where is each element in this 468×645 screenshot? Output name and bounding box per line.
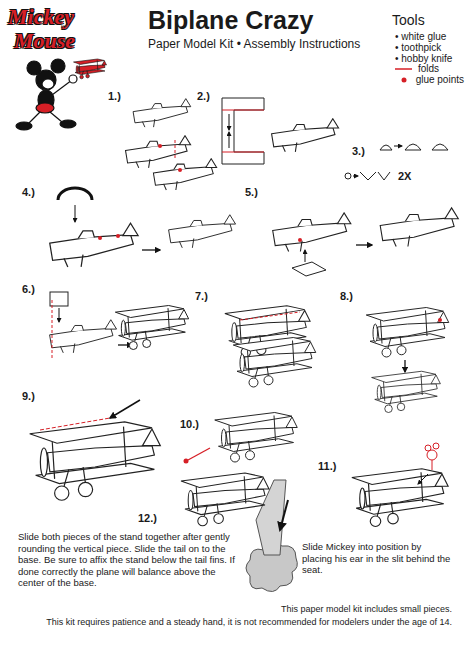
step-number: 4.) (22, 186, 35, 199)
tools-heading: Tools (392, 12, 425, 28)
tool-item: • white glue (395, 31, 446, 43)
step-number: 11.) (318, 460, 336, 473)
subtitle: Paper Model Kit • Assembly Instructions (148, 38, 360, 52)
legend-text: folds (418, 63, 439, 75)
warning-note: This paper model kit includes small piec… (281, 604, 452, 615)
instruction-note: Slide both pieces of the stand together … (18, 531, 243, 589)
step-number: 1.) (108, 90, 121, 103)
step-number: 7.) (195, 290, 208, 303)
step-number: 12.) (138, 512, 157, 525)
fold-sample (395, 68, 412, 70)
tool-item: • toothpick (395, 42, 441, 54)
step-number: 3.) (352, 145, 365, 158)
logo-text: Mouse (14, 30, 75, 52)
legend-text: glue points (416, 74, 464, 86)
tool-item: • hobby knife (395, 53, 452, 65)
step-number: 8.) (340, 290, 353, 303)
step-number: 10.) (180, 418, 199, 431)
step-number: 5.) (245, 186, 258, 199)
title: Biplane Crazy (148, 8, 313, 33)
step-number: 2.) (197, 90, 210, 103)
warning-note: This kit requires patience and a steady … (12, 617, 452, 628)
instruction-note: Slide Mickey into position by placing hi… (302, 541, 452, 576)
step-number: 9.) (22, 390, 35, 403)
glue-sample (402, 78, 407, 83)
logo-text: Mickey (8, 6, 74, 28)
step-number: 6.) (22, 283, 35, 296)
multiplier: 2X (398, 170, 411, 183)
